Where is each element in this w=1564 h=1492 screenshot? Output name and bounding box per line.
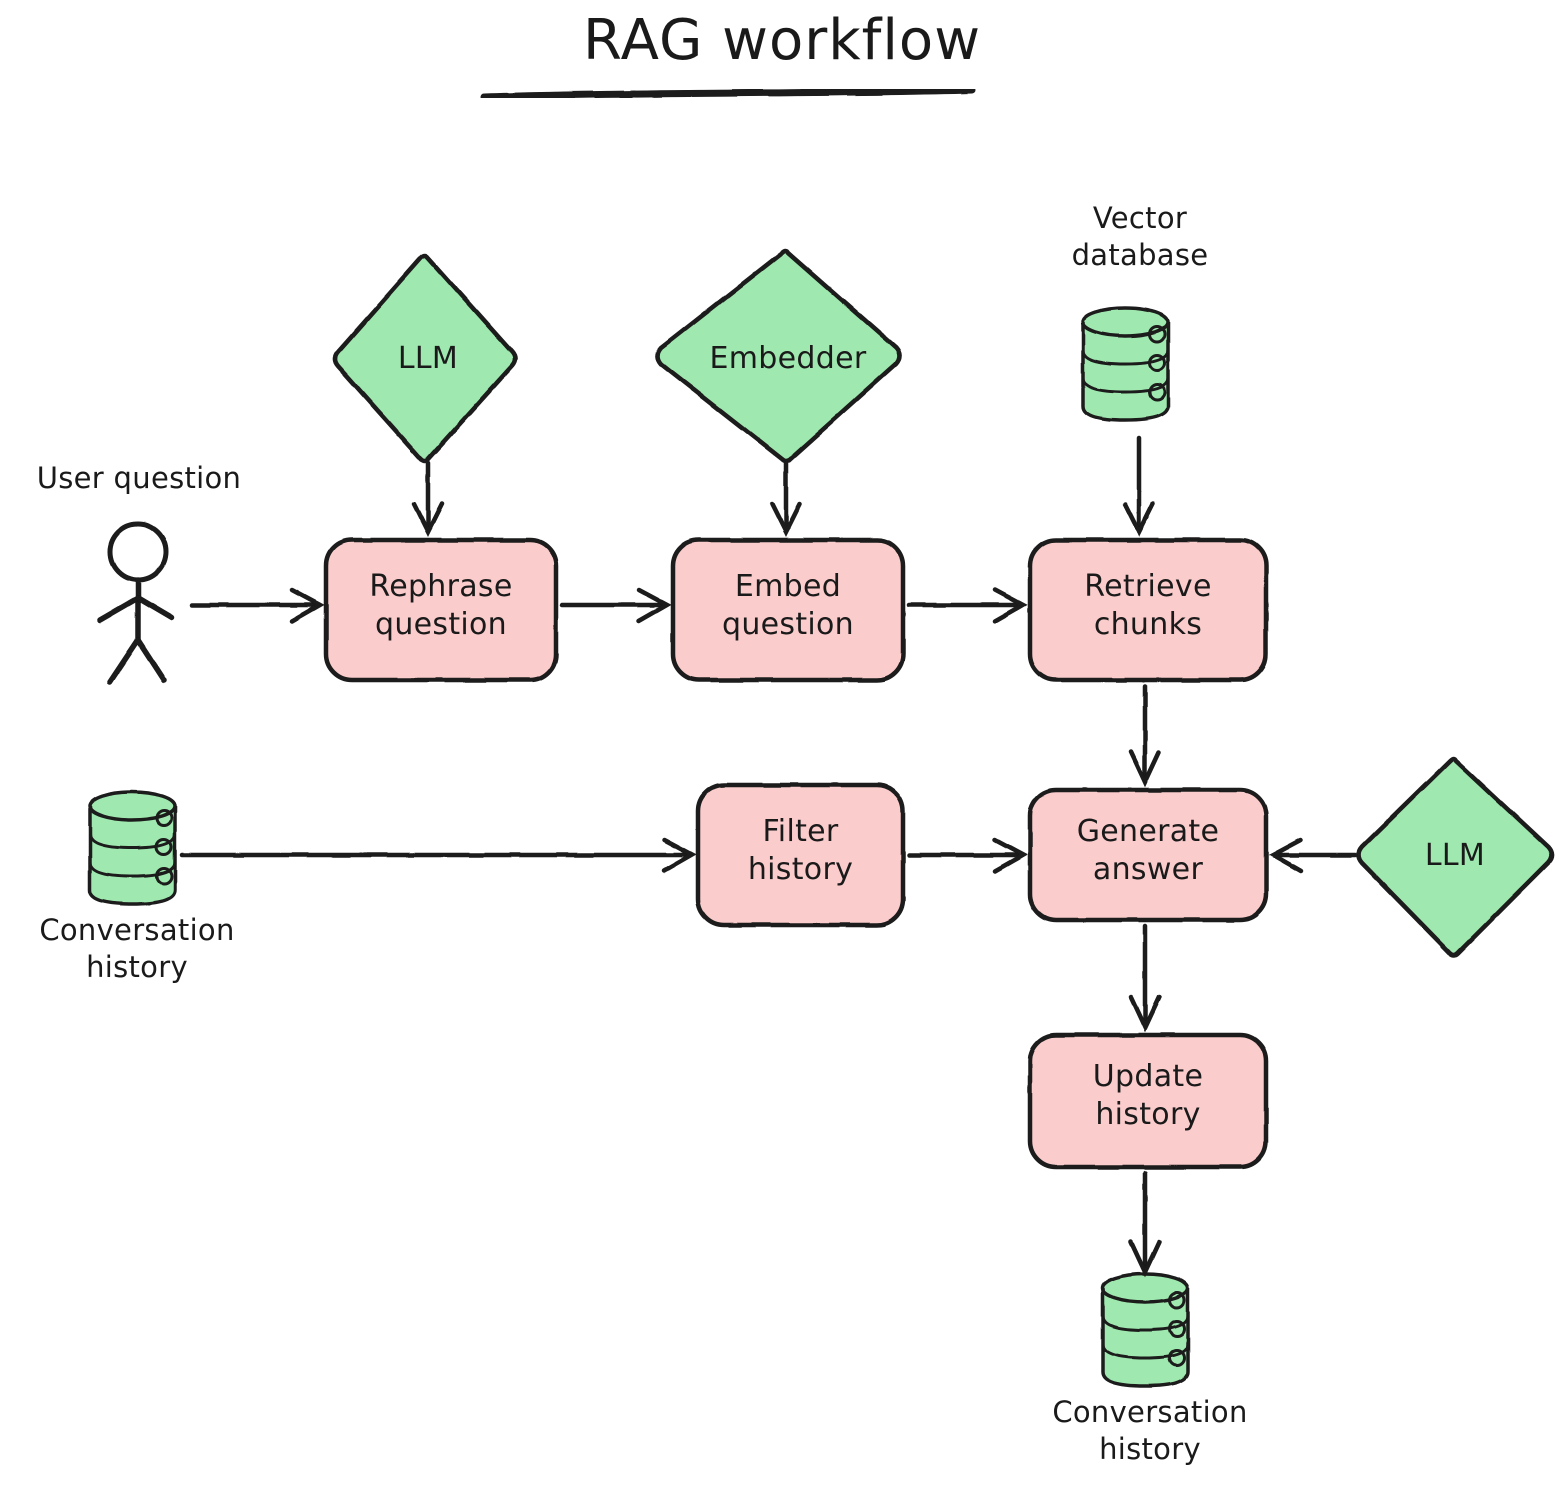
- edge-retrieve-to-generate: [1128, 683, 1162, 788]
- edge-llm-right-to-generate: [1268, 837, 1358, 874]
- node-vector-database[interactable]: [1080, 306, 1170, 422]
- node-update-history[interactable]: [1027, 1032, 1269, 1170]
- node-conversation-history-left[interactable]: [87, 790, 177, 906]
- node-retrieve-chunks[interactable]: [1027, 537, 1269, 683]
- edge-llm-to-rephrase: [411, 460, 445, 538]
- edge-generate-to-update: [1128, 923, 1162, 1033]
- edge-user-to-rephrase: [189, 587, 325, 624]
- edge-history-to-filter: [179, 837, 697, 874]
- node-embedder[interactable]: [655, 248, 902, 464]
- edge-filter-to-generate: [906, 837, 1028, 874]
- node-llm-top[interactable]: [332, 253, 518, 464]
- page-title: RAG workflow: [582, 8, 981, 73]
- edge-vectordb-to-retrieve: [1122, 435, 1156, 538]
- node-user-actor[interactable]: [97, 521, 175, 685]
- node-llm-right[interactable]: [1356, 756, 1554, 958]
- node-conversation-history-bottom[interactable]: [1100, 1272, 1190, 1388]
- node-filter-history[interactable]: [695, 782, 906, 928]
- node-generate-answer[interactable]: [1027, 787, 1269, 923]
- node-embed-question[interactable]: [670, 537, 906, 683]
- edge-embed-to-retrieve: [906, 587, 1028, 624]
- edge-embedder-to-embed-question: [769, 460, 803, 538]
- edge-rephrase-to-embed: [559, 587, 672, 624]
- edge-update-to-history: [1128, 1170, 1162, 1278]
- node-rephrase-question[interactable]: [323, 537, 559, 683]
- title-underline: [480, 86, 976, 101]
